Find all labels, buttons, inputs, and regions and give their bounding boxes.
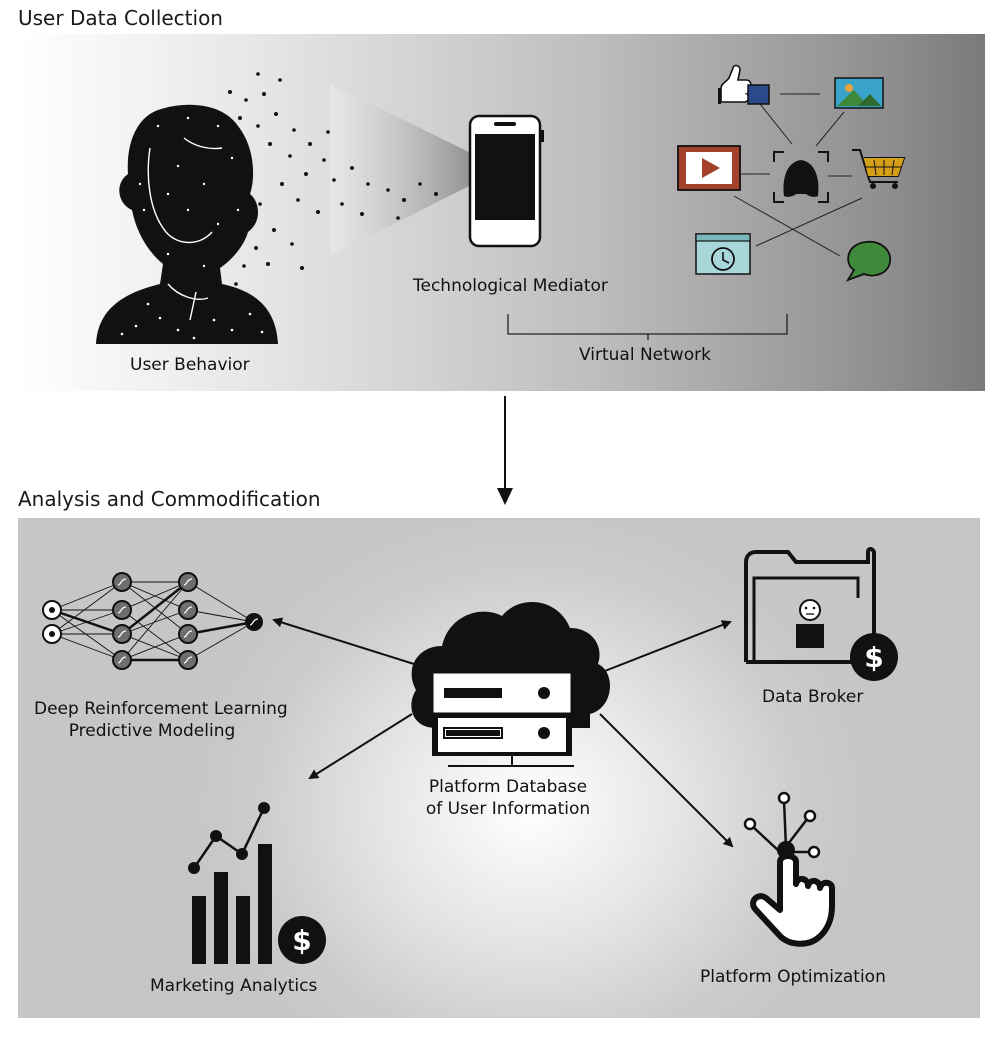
data-collection-diagram xyxy=(96,64,906,344)
marketing-dollar-sign: $ xyxy=(292,924,311,957)
data-beam xyxy=(330,84,473,256)
data-broker-folder-icon xyxy=(744,547,898,681)
cloud-database-icon xyxy=(411,602,610,767)
section-title-data-collection: User Data Collection xyxy=(18,6,223,30)
touch-hand-icon xyxy=(743,791,835,947)
video-play-icon xyxy=(677,145,741,191)
thumbs-up-icon xyxy=(718,64,770,105)
drl-label-line1: Deep Reinforcement Learning xyxy=(34,699,288,719)
data-particles xyxy=(222,72,438,286)
neural-network-icon xyxy=(42,572,263,670)
database-label: Platform Database of User Information xyxy=(423,776,593,820)
user-silhouette-icon xyxy=(96,104,278,344)
network-links xyxy=(733,93,863,257)
database-label-line2: of User Information xyxy=(425,799,591,819)
database-label-line1: Platform Database xyxy=(428,777,588,797)
marketing-analytics-icon xyxy=(188,802,326,964)
arrow-to-marketing xyxy=(308,713,413,780)
broker-dollar-sign: $ xyxy=(864,641,883,674)
technological-mediator-label: Technological Mediator xyxy=(413,276,608,296)
image-icon xyxy=(834,77,884,109)
analysis-panel: $ $ xyxy=(18,518,980,1018)
virtual-network-label: Virtual Network xyxy=(579,345,711,365)
drl-label-line2: Predictive Modeling xyxy=(68,721,236,741)
section-title-analysis: Analysis and Commodification xyxy=(18,487,321,511)
platform-optimization-label: Platform Optimization xyxy=(700,967,886,987)
arrow-to-broker xyxy=(591,620,732,677)
data-collection-panel: User Behavior Technological Mediator Vir… xyxy=(18,34,985,391)
silhouette-speckles xyxy=(120,116,264,340)
virtual-network-bracket xyxy=(507,314,788,340)
user-behavior-label: User Behavior xyxy=(130,355,250,375)
chat-bubble-icon xyxy=(845,240,892,282)
arrow-to-drl xyxy=(272,617,415,665)
down-arrow-head xyxy=(497,488,513,505)
smartphone-icon xyxy=(468,114,544,248)
shopping-cart-icon xyxy=(852,149,906,189)
user-face-icon xyxy=(773,151,829,203)
marketing-analytics-label: Marketing Analytics xyxy=(150,976,318,996)
data-broker-label: Data Broker xyxy=(762,687,864,707)
analysis-diagram: $ $ xyxy=(42,547,898,964)
arrow-to-optimization xyxy=(599,713,734,848)
history-clock-icon xyxy=(695,233,751,275)
drl-label: Deep Reinforcement Learning Predictive M… xyxy=(34,698,288,742)
